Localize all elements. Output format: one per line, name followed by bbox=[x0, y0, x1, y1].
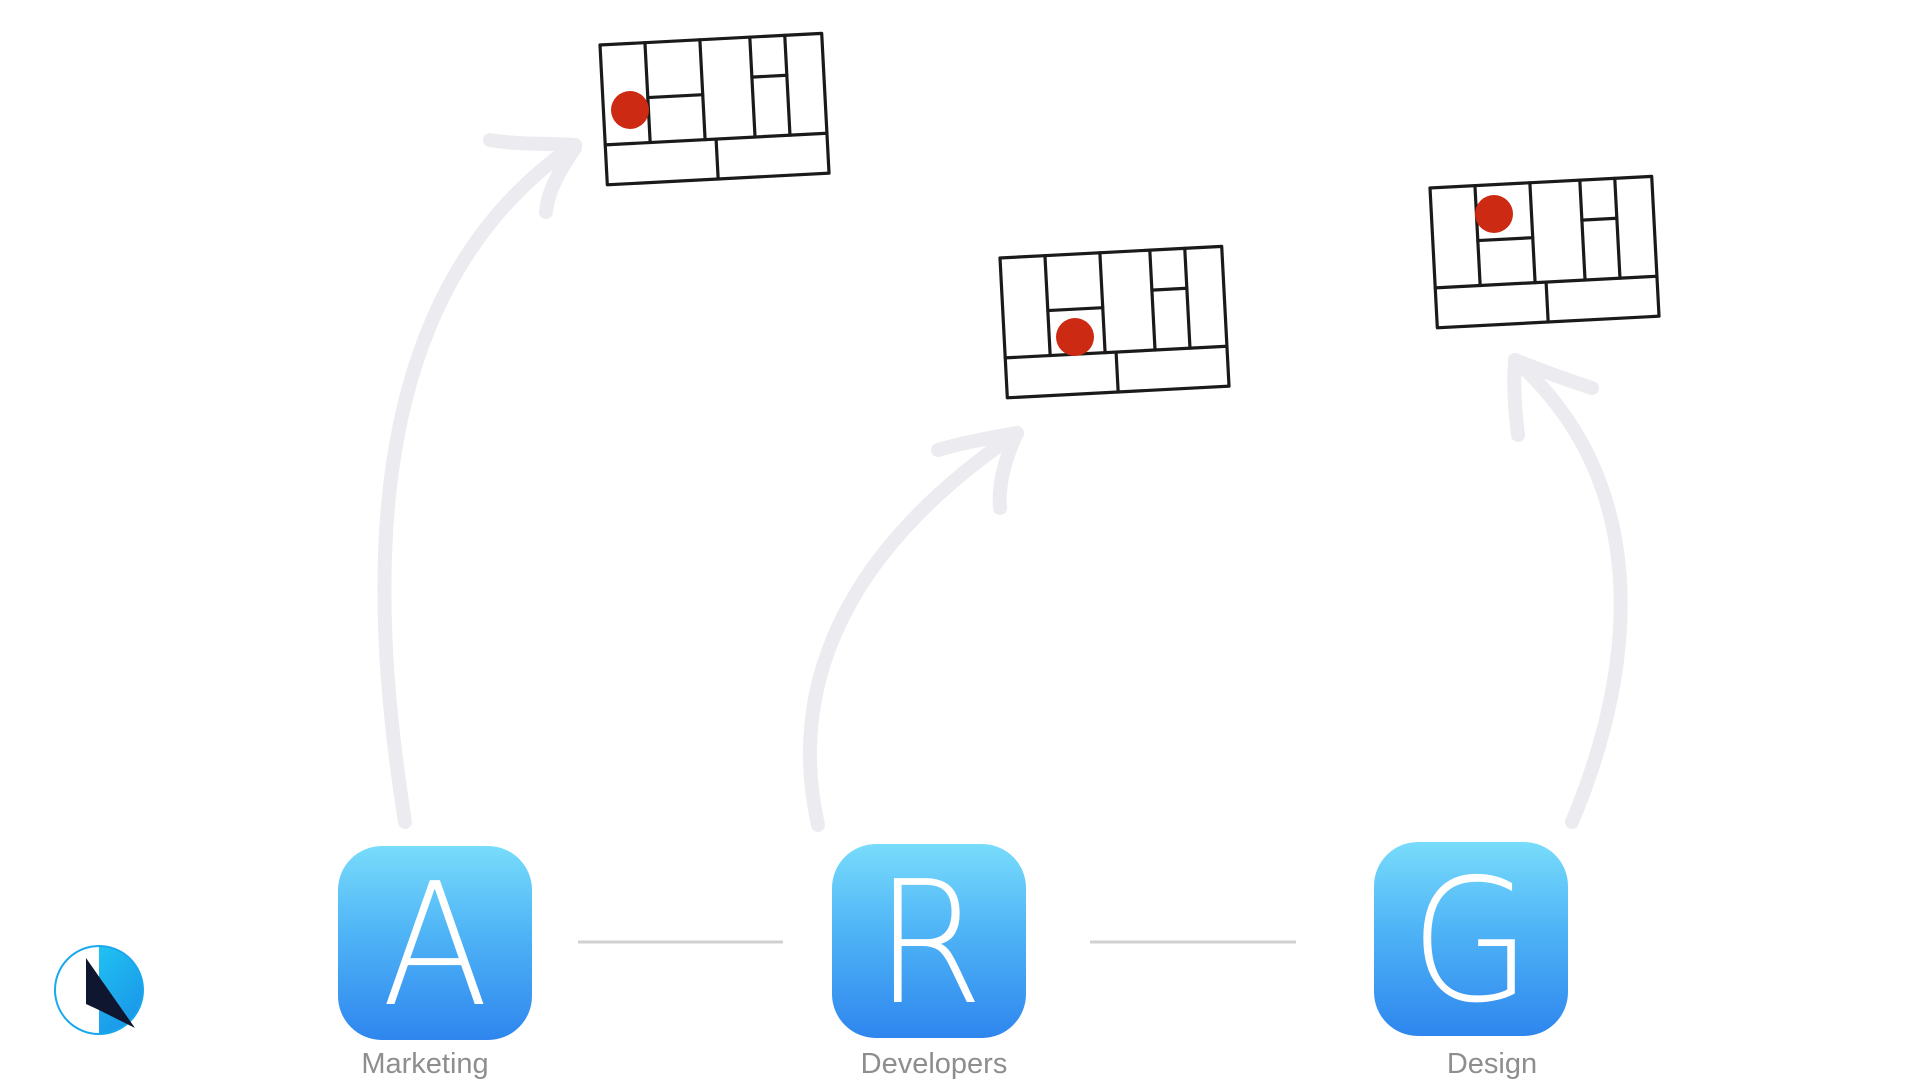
marker-design bbox=[1475, 195, 1513, 233]
marker-marketing bbox=[611, 91, 649, 129]
design-letter: G bbox=[1410, 843, 1532, 1041]
wireframe-sketch-design bbox=[1428, 174, 1661, 330]
design-label: Design bbox=[1446, 1048, 1538, 1080]
arrow-design bbox=[1507, 353, 1628, 829]
marketing-letter: A bbox=[381, 847, 489, 1045]
wireframe-sketch-marketing bbox=[598, 31, 831, 187]
wireframe-sketch-developers bbox=[998, 244, 1231, 400]
marker-developers bbox=[1056, 318, 1094, 356]
marketing-label: Marketing bbox=[361, 1048, 489, 1080]
developers-label: Developers bbox=[860, 1048, 1008, 1080]
arrow-marketing bbox=[377, 133, 582, 829]
arrow-developers bbox=[802, 426, 1024, 832]
brand-logo-icon bbox=[54, 945, 144, 1035]
marketing-app-icon[interactable]: A bbox=[338, 846, 532, 1040]
design-app-icon[interactable]: G bbox=[1374, 842, 1568, 1036]
developers-app-icon[interactable]: R bbox=[832, 844, 1026, 1038]
developers-letter: R bbox=[874, 845, 984, 1043]
